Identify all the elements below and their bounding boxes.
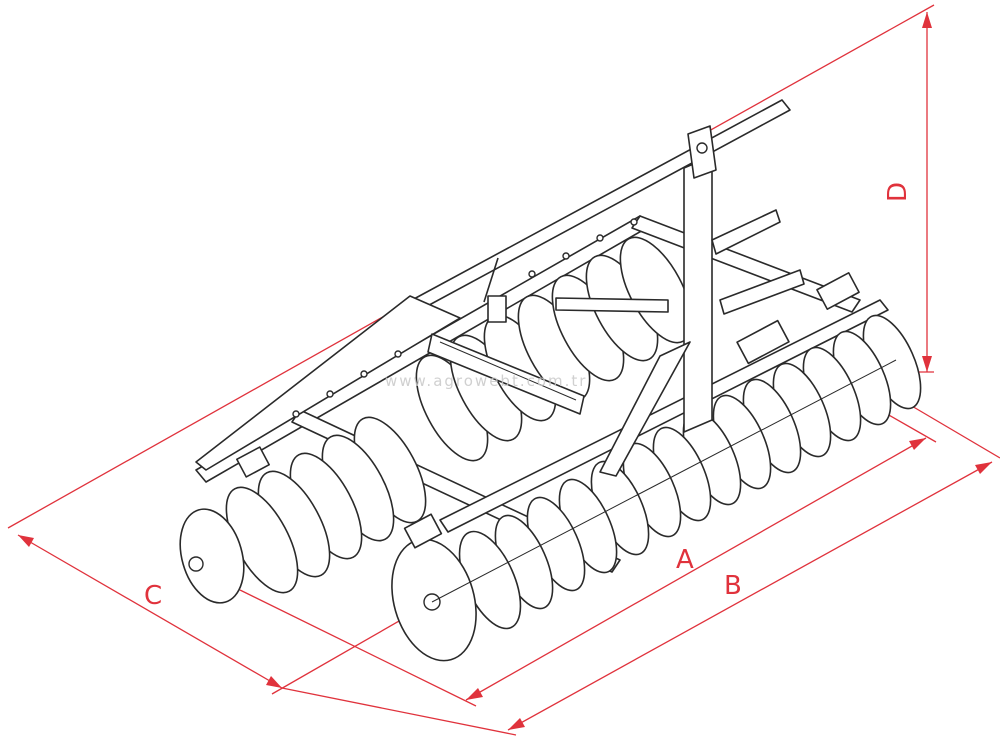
left-disc-gang — [179, 416, 427, 604]
hitch-tower — [555, 125, 805, 477]
dimension-c-arrow-start — [18, 535, 34, 547]
hitch-lower-arm — [719, 269, 805, 315]
dimension-a-ext-left — [239, 589, 477, 707]
dimension-a-arrow-start — [466, 688, 483, 700]
dimension-c-arrow-end — [266, 676, 282, 688]
right-disc-gang — [391, 314, 922, 662]
dimension-d-arrow-start — [922, 12, 932, 28]
dimension-b-ext-right — [904, 401, 1000, 459]
dimension-c-label: C — [144, 581, 162, 611]
frame-bolts — [292, 218, 638, 418]
hitch-mast — [683, 155, 713, 433]
left-side-beam — [195, 295, 461, 471]
lower-frame-beam — [439, 299, 889, 533]
adjustment-spring — [487, 295, 507, 323]
hitch-link-arm — [555, 297, 669, 313]
hitch-brace-right — [711, 209, 781, 255]
dimension-c-line — [17, 534, 283, 689]
adjustment-assembly — [427, 257, 585, 415]
dimension-lines: A B C D — [7, 4, 1000, 736]
dimension-b-arrow-start — [508, 718, 525, 730]
dimension-b-arrow-end — [975, 462, 992, 474]
dimension-d-label: D — [883, 182, 913, 202]
dimension-d-ext-top — [699, 4, 935, 137]
adjustment-lever — [483, 257, 499, 303]
bearing-brackets — [236, 272, 860, 549]
dimension-c-ext-top — [7, 295, 421, 529]
dimension-a-label: A — [676, 545, 694, 575]
hitch-brace-left — [599, 341, 691, 477]
watermark-text: www.agrowebt.com.tr — [385, 372, 587, 390]
dimension-b-label: B — [724, 571, 742, 601]
dimension-b-line — [507, 461, 993, 731]
disc-harrow-drawing — [179, 99, 922, 662]
dimension-a-arrow-end — [909, 438, 926, 450]
dimension-b-ext-left — [281, 687, 517, 736]
dimension-d-arrow-end — [922, 356, 932, 372]
dimension-a-line — [465, 437, 927, 701]
